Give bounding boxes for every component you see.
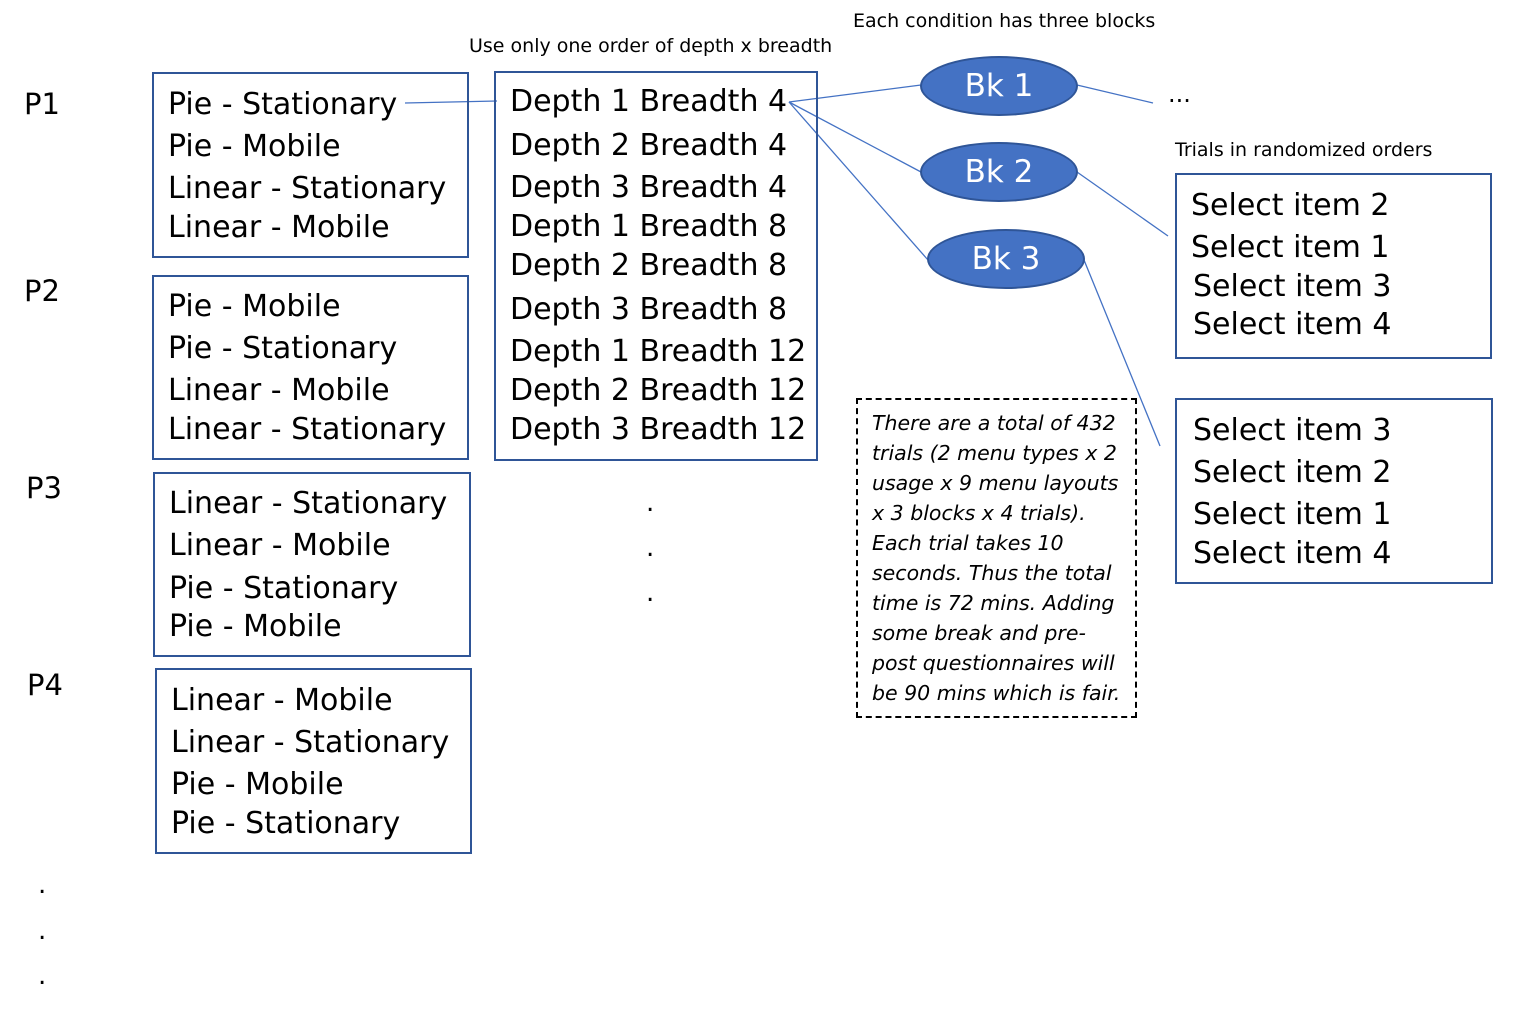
ellipsis-dot: . xyxy=(646,578,655,608)
condition-order-box-p2: Pie - Mobile Pie - Stationary Linear - M… xyxy=(152,275,469,460)
condition-item: Pie - Mobile xyxy=(168,129,341,164)
trial-count-note: There are a total of 432 trials (2 menu … xyxy=(856,398,1137,718)
participant-label-p4: P4 xyxy=(27,668,63,702)
connector-layout-to-bk3 xyxy=(788,101,929,261)
connector-layout-to-bk2 xyxy=(788,101,922,173)
ellipsis-dot: . xyxy=(646,488,655,518)
trial-item: Select item 1 xyxy=(1191,230,1390,265)
block-ellipse-bk3: Bk 3 xyxy=(927,229,1085,289)
trial-item: Select item 4 xyxy=(1193,307,1392,342)
block-ellipse-bk2: Bk 2 xyxy=(920,142,1078,202)
menu-layout-box: Depth 1 Breadth 4 Depth 2 Breadth 4 Dept… xyxy=(494,71,818,461)
trials-note: Trials in randomized orders xyxy=(1175,139,1433,161)
condition-item: Linear - Mobile xyxy=(168,373,390,408)
depth-breadth-note: Use only one order of depth x breadth xyxy=(469,35,833,57)
condition-item: Pie - Stationary xyxy=(171,806,401,841)
layout-item: Depth 2 Breadth 8 xyxy=(510,248,788,283)
trial-item: Select item 1 xyxy=(1193,497,1392,532)
layout-item: Depth 1 Breadth 8 xyxy=(510,209,788,244)
trial-list-box-1: Select item 2 Select item 1 Select item … xyxy=(1175,173,1492,359)
block1-continuation: ... xyxy=(1168,80,1191,108)
block-ellipse-bk1: Bk 1 xyxy=(920,56,1078,116)
trial-item: Select item 2 xyxy=(1191,188,1390,223)
participant-label-p3: P3 xyxy=(26,471,62,505)
ellipsis-dot: . xyxy=(38,870,47,900)
condition-order-box-p4: Linear - Mobile Linear - Stationary Pie … xyxy=(155,668,472,854)
connector-bk1-to-more xyxy=(1076,84,1154,104)
condition-item: Pie - Mobile xyxy=(169,609,342,644)
connector-bk2-to-trials1 xyxy=(1076,171,1169,237)
layout-item: Depth 2 Breadth 4 xyxy=(510,128,788,163)
trial-item: Select item 3 xyxy=(1193,269,1392,304)
condition-item: Pie - Mobile xyxy=(168,289,341,324)
condition-order-box-p1: Pie - Stationary Pie - Mobile Linear - S… xyxy=(152,72,469,258)
condition-item: Linear - Stationary xyxy=(169,486,448,521)
participant-label-p1: P1 xyxy=(24,87,60,121)
condition-item: Pie - Stationary xyxy=(168,87,398,122)
blocks-note: Each condition has three blocks xyxy=(853,10,1156,32)
condition-item: Pie - Stationary xyxy=(169,571,399,606)
layout-item: Depth 1 Breadth 12 xyxy=(510,334,807,369)
trial-item: Select item 2 xyxy=(1193,455,1392,490)
condition-item: Linear - Stationary xyxy=(168,412,447,447)
condition-item: Linear - Mobile xyxy=(168,210,390,245)
connector-layout-to-bk1 xyxy=(788,84,922,103)
layout-item: Depth 1 Breadth 4 xyxy=(510,84,788,119)
condition-order-box-p3: Linear - Stationary Linear - Mobile Pie … xyxy=(153,472,471,657)
condition-item: Pie - Mobile xyxy=(171,767,344,802)
condition-item: Linear - Mobile xyxy=(171,683,393,718)
layout-item: Depth 3 Breadth 12 xyxy=(510,412,807,447)
connector-bk3-to-trials2 xyxy=(1083,259,1161,447)
connector-condition-to-layouts xyxy=(404,100,498,104)
ellipsis-dot: . xyxy=(38,961,47,991)
layout-item: Depth 2 Breadth 12 xyxy=(510,373,807,408)
condition-item: Pie - Stationary xyxy=(168,331,398,366)
condition-item: Linear - Stationary xyxy=(171,725,450,760)
condition-item: Linear - Mobile xyxy=(169,528,391,563)
trial-item: Select item 3 xyxy=(1193,413,1392,448)
ellipsis-dot: . xyxy=(38,916,47,946)
condition-item: Linear - Stationary xyxy=(168,171,447,206)
ellipsis-dot: . xyxy=(646,533,655,563)
layout-item: Depth 3 Breadth 8 xyxy=(510,292,788,327)
trial-item: Select item 4 xyxy=(1193,536,1392,571)
participant-label-p2: P2 xyxy=(24,274,60,308)
trial-list-box-2: Select item 3 Select item 2 Select item … xyxy=(1175,398,1493,584)
layout-item: Depth 3 Breadth 4 xyxy=(510,170,788,205)
